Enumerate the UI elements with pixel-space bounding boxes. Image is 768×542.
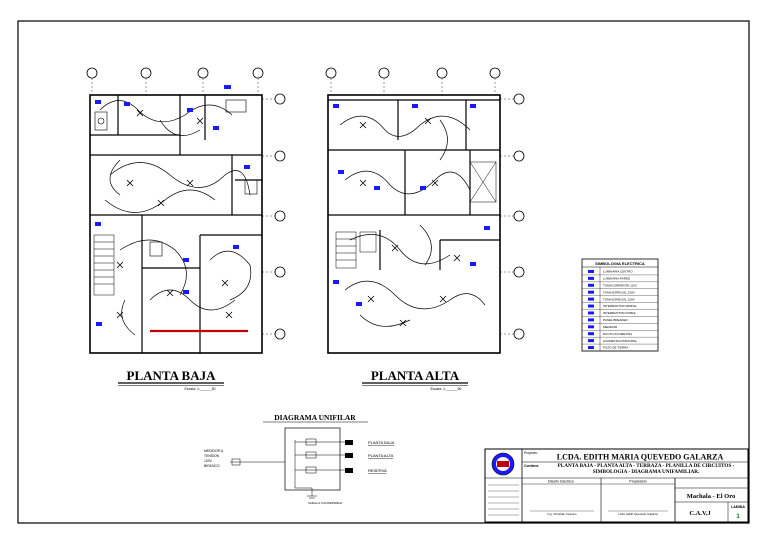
diagram-lines	[230, 438, 345, 499]
sheet-number: 1	[736, 514, 740, 520]
legend-item-label: MEDIDOR	[603, 325, 618, 329]
meter-note-4: BIFASICO	[204, 464, 220, 468]
legend-item-label: INTERRUPTOR DOBLE	[603, 311, 636, 315]
legend-item-label: TOMA ESPECIAL 220V	[603, 290, 635, 294]
legend-item-label: DUCTO ACOMETIDA	[603, 332, 632, 336]
legend-symbol-icon	[588, 304, 594, 308]
circuit-ground-floor: PLANTA BAJA	[368, 440, 394, 445]
contains-label: Contiene	[524, 464, 539, 468]
sheet-border	[17, 20, 750, 524]
grid-bubbles-upper	[325, 67, 525, 340]
drawn-by-text: C.A.V.J	[689, 510, 711, 517]
meter-note-1: MEDIDOR A	[204, 449, 224, 453]
electrical-legend: SIMBOLOGIA ELECTRICA LUMINARIA CENTROLUM…	[581, 258, 659, 352]
legend-title: SIMBOLOGIA ELECTRICA	[595, 261, 645, 266]
owner-signature-note: Lcda. Edith Quevedo Galarza	[618, 512, 658, 516]
meter-note-3: 120V	[204, 459, 213, 463]
legend-symbol-icon	[588, 318, 594, 322]
engineer-note: Ing. Christian Vivanco	[547, 512, 576, 516]
diagram-breakers	[345, 440, 353, 473]
single-line-diagram: DIAGRAMA UNIFILAR PLANTA BAJA PLANTA ALT…	[204, 413, 394, 505]
legend-item-label: LUMINARIA CENTRO	[603, 270, 633, 274]
legend-item-label: POZO DE TIERRA	[603, 346, 628, 350]
ground-plan-title-text: PLANTA BAJA	[127, 368, 217, 383]
ground-plan-scale: Escala: 1:______50	[185, 387, 216, 391]
legend-item-label: TOMACORRIENTE 110V	[603, 283, 637, 287]
firm-logo	[491, 452, 515, 476]
sheet-label: LAMINA	[731, 505, 745, 509]
upper-outer-wall	[327, 94, 501, 354]
legend-item-label: INTERRUPTOR SIMPLE	[603, 304, 636, 308]
ground-plan-title: PLANTA BAJA Escala: 1:______50	[118, 368, 224, 391]
ground-stair	[93, 234, 115, 296]
legend-symbol-icon	[588, 290, 594, 294]
ground-rod-note: VARILLA COOPERWELD	[308, 501, 343, 505]
upper-wiring	[339, 115, 486, 327]
location-text: Machala - El Oro	[687, 493, 735, 500]
title-block: Proyecto LCDA. EDITH MARIA QUEVEDO GALAR…	[484, 448, 749, 523]
legend-rows: LUMINARIA CENTRO LUMINARIA PARED TOMACORRI…	[582, 269, 658, 352]
owner-name: LCDA. EDITH MARIA QUEVEDO GALARZA	[557, 453, 724, 462]
legend-item-label: PANEL BREAKER	[603, 318, 629, 322]
grid-bubbles	[86, 67, 286, 340]
ground-outer-wall	[89, 94, 263, 354]
upper-inner-walls	[328, 99, 500, 270]
firm-info-lines	[488, 484, 519, 516]
meter-note-2: TENSION	[204, 454, 220, 458]
upper-plan-scale: Escala: 1:______50	[431, 387, 462, 391]
legend-item-label: ACOMETIDA PRINCIPAL	[603, 339, 637, 343]
ground-light-symbols	[116, 109, 233, 319]
upper-light-symbols	[359, 117, 461, 327]
legend-symbol-icon	[588, 297, 594, 301]
legend-item-label: LUMINARIA PARED	[603, 277, 631, 281]
legend-symbol-icon	[588, 269, 594, 273]
panel-box	[284, 427, 341, 491]
upper-device-symbols	[333, 104, 490, 306]
discipline-label: Diseño Electrico	[548, 480, 574, 484]
grid-lines-upper	[330, 78, 514, 335]
ground-wiring	[99, 100, 252, 336]
legend-symbol-icon	[588, 346, 594, 350]
legend-symbol-icon	[588, 276, 594, 280]
ground-device-symbols	[95, 85, 250, 326]
ground-fixtures	[94, 99, 258, 257]
contents-wrap: PLANTA BAJA - PLANTA ALTA - TERRAZA - PL…	[557, 463, 735, 475]
ground-inner-walls	[90, 95, 262, 353]
legend-symbol-icon	[588, 311, 594, 315]
legend-symbol-icon	[588, 339, 594, 343]
upper-plan-title-text: PLANTA ALTA	[371, 368, 460, 383]
upper-floor-plan	[325, 67, 525, 354]
owner-label: Propietario	[629, 480, 646, 484]
legend-symbol-icon	[588, 332, 594, 336]
upper-stair	[335, 161, 497, 269]
legend-symbol-icon	[588, 283, 594, 287]
grid-lines	[91, 78, 275, 335]
legend-symbol-icon	[588, 325, 594, 329]
circuit-reserve: RESERVA	[368, 468, 387, 473]
circuit-upper-floor: PLANTA ALTA	[368, 453, 394, 458]
legend-item-label: TOMA ESPECIAL 220V	[603, 297, 635, 301]
drawing-contents: PLANTA BAJA - PLANTA ALTA - TERRAZA - PL…	[557, 463, 735, 475]
diagram-title: DIAGRAMA UNIFILAR	[274, 413, 356, 422]
project-label: Proyecto	[524, 451, 537, 455]
upper-plan-title: PLANTA ALTA Escala: 1:______50	[362, 368, 468, 391]
ground-floor-plan	[86, 67, 286, 354]
